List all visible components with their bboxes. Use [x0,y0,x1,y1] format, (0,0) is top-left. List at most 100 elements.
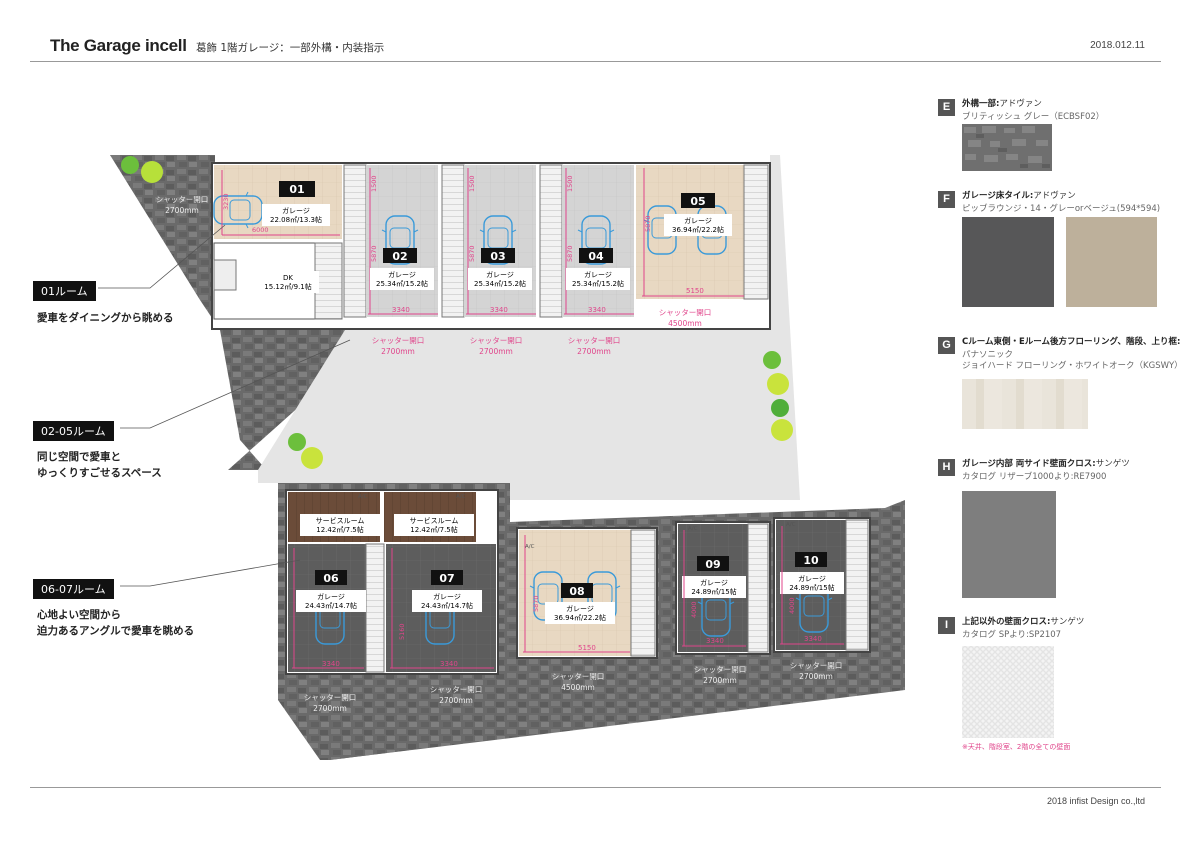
shutter-06-label: シャッター開口 [304,693,357,702]
service-room-1-name: サービスルーム [316,516,365,525]
material-e-swatch [962,124,1052,171]
material-f-spec: ピッブラウンジ・14・グレーorベージュ(594*594) [962,204,1161,214]
stone-texture [962,124,1052,171]
material-f-swatch-beige [1066,217,1157,307]
callout-02-label: 02-05ルーム [33,421,114,441]
footer-rule [30,787,1161,788]
shutter-04-width: 2700mm [577,347,611,356]
unit-08-area: 36.94㎡/22.2帖 [554,613,606,622]
material-i-spec: カタログ SPより:SP2107 [962,630,1062,640]
material-f-swatch-grey [962,217,1054,307]
unit-03-number: 03 [490,250,505,263]
unit-10-area: 24.89㎡/15帖 [789,583,834,592]
unit-10-number: 10 [803,554,819,567]
dk-name: DK [283,274,293,282]
material-e-spec: ブリティッシュ グレー（ECBSF02） [962,112,1105,122]
dim-5150-05: 5150 [686,287,704,295]
project-title: The Garage incell [50,36,187,55]
dim-4000-09: 4000 [690,601,698,618]
dim-3340-10: 3340 [804,635,822,643]
shutter-03-width: 2700mm [479,347,513,356]
footer-copyright: 2018 infist Design co.,ltd [1046,796,1145,806]
dk-area: 15.12㎡/9.1帖 [264,282,312,291]
unit-08-number: 08 [569,585,584,598]
unit-01-tag [279,181,315,197]
dim-3340-07: 3340 [440,660,458,668]
shutter-07-label: シャッター開口 [430,685,483,694]
dim-4000-10: 4000 [788,597,796,614]
ac-label-06: A/C [358,494,368,500]
unit-04-name: ガレージ [584,270,612,279]
material-note: ※天井、階段室、2階の全ての壁面 [962,743,1071,751]
material-g-spec: ジョイハード フローリング・ホワイトオーク（KGSWY） [962,361,1183,371]
dim-3340-04: 3340 [588,306,606,314]
callout-02-desc1: 同じ空間で愛車と [37,451,121,463]
unit-02-area: 25.34㎡/15.2帖 [376,279,428,288]
tree-icon [288,433,323,469]
unit-07-name: ガレージ [433,592,461,601]
material-h-letter: H [938,459,955,476]
unit-05-name: ガレージ [684,216,712,225]
dim-5870-04: 5870 [566,245,574,262]
material-g-title: Cルーム東側・Eルーム後方フローリング、階段、上り框: [962,337,1181,347]
callout-01-desc: 愛車をダイニングから眺める [37,312,174,324]
dim-3340-09: 3340 [706,637,724,645]
material-g-maker: パナソニック [962,350,1014,360]
shutter-08-width: 4500mm [561,683,595,692]
shutter-09-width: 2700mm [703,676,737,685]
shutter-10-width: 2700mm [799,672,833,681]
shutter-01-label: シャッター開口 [156,195,209,204]
material-h-swatch [962,491,1056,598]
unit-05-number: 05 [690,195,705,208]
material-h-title: ガレージ内部 両サイド壁面クロス:サンゲツ [962,459,1130,469]
callout-02-desc2: ゆっくりすごせるスペース [37,467,162,479]
unit-02-name: ガレージ [388,270,416,279]
dim-3230: 3230 [222,193,230,210]
dim-5870-03: 5870 [468,245,476,262]
material-i-swatch [962,646,1054,738]
unit-03-name: ガレージ [486,270,514,279]
unit-05-area: 36.94㎡/22.2帖 [672,225,724,234]
dim-1500-02: 1500 [370,175,378,192]
unit-04-number: 04 [588,250,604,263]
shutter-02-width: 2700mm [381,347,415,356]
unit-10-name: ガレージ [798,574,826,583]
material-i-title: 上記以外の壁面クロス:サンゲツ [962,617,1085,627]
dim-6000: 6000 [252,226,269,234]
material-i-letter: I [938,617,955,634]
ac-label-07: A/C [456,494,466,500]
courtyard [258,155,800,500]
header-rule [30,61,1161,62]
unit-03 [441,164,536,318]
material-e-letter: E [938,99,955,116]
dim-3340-02: 3340 [392,306,410,314]
sheet-date: 2018.012.11 [1090,40,1145,51]
sheet-subtitle: 葛飾 1階ガレージ：一部外構・内装指示 [196,42,385,54]
tree-icon [121,156,163,183]
shutter-01-width: 2700mm [165,206,199,215]
shutter-06-width: 2700mm [313,704,347,713]
unit-08-name: ガレージ [566,604,594,613]
unit-09-area: 24.89㎡/15帖 [691,587,736,596]
unit-01-floor [214,165,342,239]
ac-label-08: A/C [525,544,535,550]
unit-02-number: 02 [392,250,407,263]
material-h-spec: カタログ リザーブ1000より:RE7900 [962,472,1107,482]
unit-03-area: 25.34㎡/15.2帖 [474,279,526,288]
dim-1500-04: 1500 [566,175,574,192]
callout-06-desc1: 心地よい空間から [37,609,121,621]
unit-07-area: 24.43㎡/14.7帖 [421,601,473,610]
leader-line-06 [120,559,301,587]
dim-3340-03: 3340 [490,306,508,314]
unit-09-name: ガレージ [700,578,728,587]
tree-icon [763,351,793,441]
unit-01-name: ガレージ [282,206,310,215]
service-room-1-area: 12.42㎡/7.5帖 [316,525,364,534]
unit-02 [343,164,438,318]
service-room-2-name: サービスルーム [410,516,459,525]
material-g-swatch [962,379,1088,429]
unit-04 [539,164,634,318]
shutter-08-label: シャッター開口 [552,672,605,681]
shutter-10-label: シャッター開口 [790,661,843,670]
unit-04-area: 25.34㎡/15.2帖 [572,279,624,288]
